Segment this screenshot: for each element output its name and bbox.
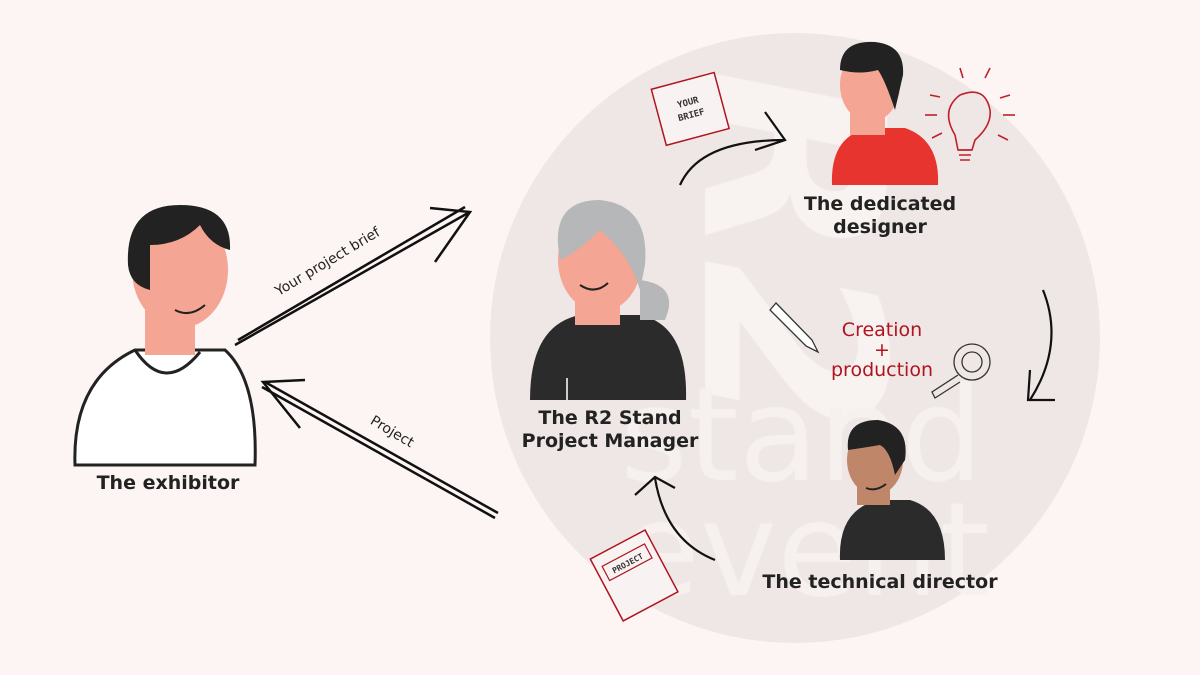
pencil-icon xyxy=(769,302,820,354)
project-manager-label-line1: The R2 Stand xyxy=(538,407,682,429)
exhibitor-avatar xyxy=(73,205,257,467)
designer-to-director-arrow xyxy=(1026,289,1055,402)
process-line1: Creation xyxy=(841,319,923,341)
project-manager-label: The R2 Stand Project Manager xyxy=(522,407,699,453)
process-line2: + xyxy=(874,339,890,361)
your-brief-note-icon: YOUR BRIEF xyxy=(650,71,731,147)
creation-production-label: Creation + production xyxy=(831,320,933,380)
director-to-manager-arrow xyxy=(634,475,716,562)
technical-director-label: The technical director xyxy=(762,571,998,593)
project-arrow xyxy=(260,378,499,520)
brief-to-designer-arrow xyxy=(678,111,787,186)
project-note-icon: PROJECT xyxy=(589,528,679,622)
tape-measure-icon xyxy=(931,343,991,399)
process-line3: production xyxy=(830,359,934,381)
designer-label: The dedicated designer xyxy=(804,193,956,239)
designer-avatar xyxy=(831,41,939,185)
designer-label-line1: The dedicated xyxy=(803,193,957,215)
project-manager-avatar xyxy=(530,200,687,400)
technical-director-avatar xyxy=(839,420,945,560)
lightbulb-icon xyxy=(925,67,1015,161)
exhibitor-label: The exhibitor xyxy=(96,472,240,494)
designer-label-line2: designer xyxy=(833,216,927,238)
project-brief-arrow xyxy=(234,205,473,347)
project-manager-label-line2: Project Manager xyxy=(521,430,699,452)
